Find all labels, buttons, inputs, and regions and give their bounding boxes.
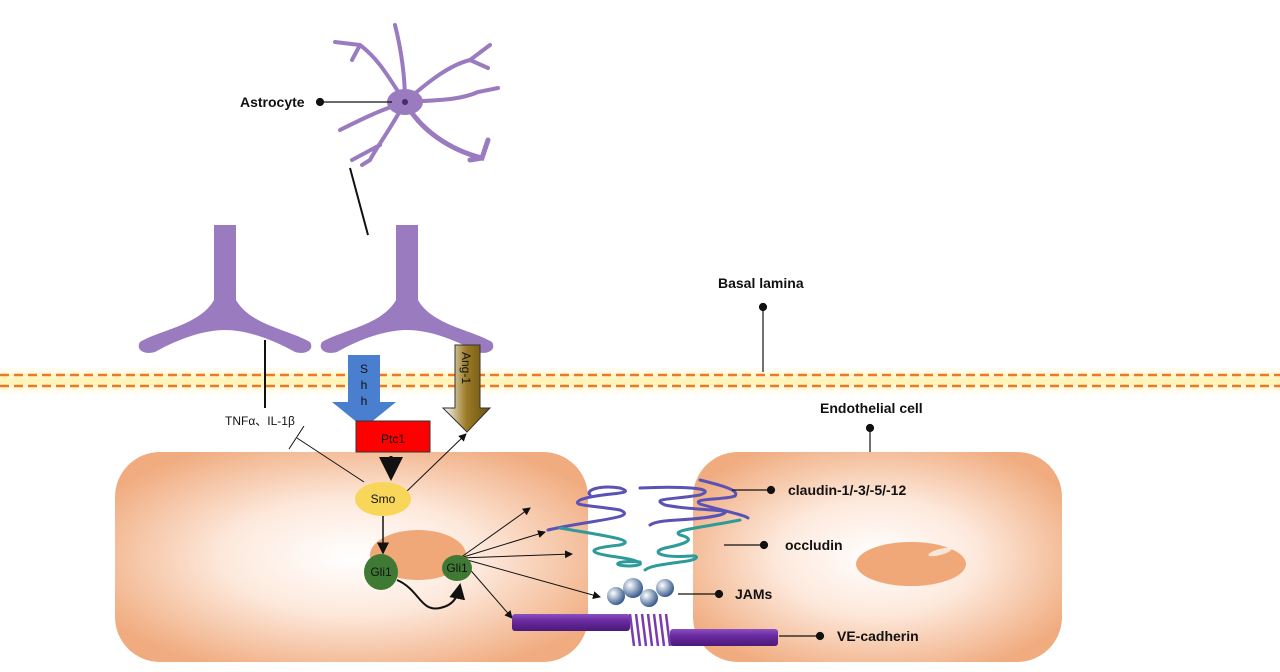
ang1-arrow (441, 344, 492, 433)
basal-lamina-membrane (0, 366, 1280, 396)
smo-inhibit-line (296, 437, 365, 483)
nucleus-highlight (928, 547, 952, 557)
astrocyte-endfoot-right (320, 225, 494, 353)
occludin-strands (558, 518, 742, 572)
shh-arrow (332, 355, 396, 428)
gli1-label-a: Gli1 (370, 565, 392, 579)
ang1-label: Ang-1 (459, 352, 473, 384)
claudin-strands (546, 478, 750, 532)
ve-cadherin (512, 613, 778, 647)
gli1-label-b: Gli1 (446, 561, 468, 575)
gli1-target-arrows (459, 507, 601, 619)
astrocyte-label: Astrocyte (240, 94, 305, 110)
astrocyte-cell (333, 23, 500, 167)
shh-label: Shh (357, 362, 371, 410)
cytokine-label: TNFα、IL-1β (225, 414, 295, 428)
callout-lines (315, 97, 875, 641)
gli1-translocation-arrow (396, 579, 466, 610)
astrocyte-endfoot-left (138, 225, 312, 353)
endothelial-cell-left (115, 452, 588, 662)
claudin-label: claudin-1/-3/-5/-12 (788, 482, 906, 498)
smo-label: Smo (371, 492, 396, 506)
gli1-cytoplasm (364, 554, 398, 590)
ptc1-box (355, 420, 431, 453)
gli1-nucleus (442, 555, 472, 581)
inhibit-bar (288, 425, 305, 450)
jams-label: JAMs (735, 586, 773, 602)
ve-cadherin-label: VE-cadherin (837, 628, 919, 644)
endothelial-cell-label: Endothelial cell (820, 400, 923, 416)
occludin-label: occludin (785, 537, 843, 553)
basal-lamina-label: Basal lamina (718, 275, 804, 291)
jams-spheres (607, 578, 674, 607)
smo-to-ang1-arrow (404, 433, 467, 494)
astrocyte-connector (349, 167, 369, 236)
ptc1-label: Ptc1 (381, 432, 405, 446)
smo-ellipse (355, 482, 411, 516)
